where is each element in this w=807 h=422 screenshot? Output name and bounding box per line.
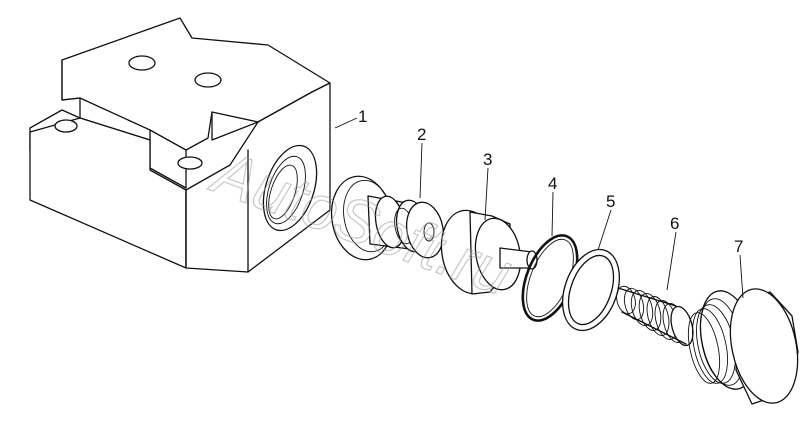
callout-6: 6: [670, 214, 679, 233]
callout-1: 1: [358, 107, 367, 126]
callout-4: 4: [548, 174, 557, 193]
callout-3: 3: [483, 150, 492, 169]
part-1-valve-body: [29, 17, 331, 273]
callout-2: 2: [417, 125, 426, 144]
part-7-plug: [687, 288, 799, 405]
part-2-spool: [330, 175, 445, 261]
part-6-spring: [616, 285, 694, 347]
callout-5: 5: [606, 192, 615, 211]
callout-7: 7: [734, 237, 743, 256]
leader-lines: [334, 117, 744, 299]
part-5-backup-ring: [562, 248, 620, 332]
